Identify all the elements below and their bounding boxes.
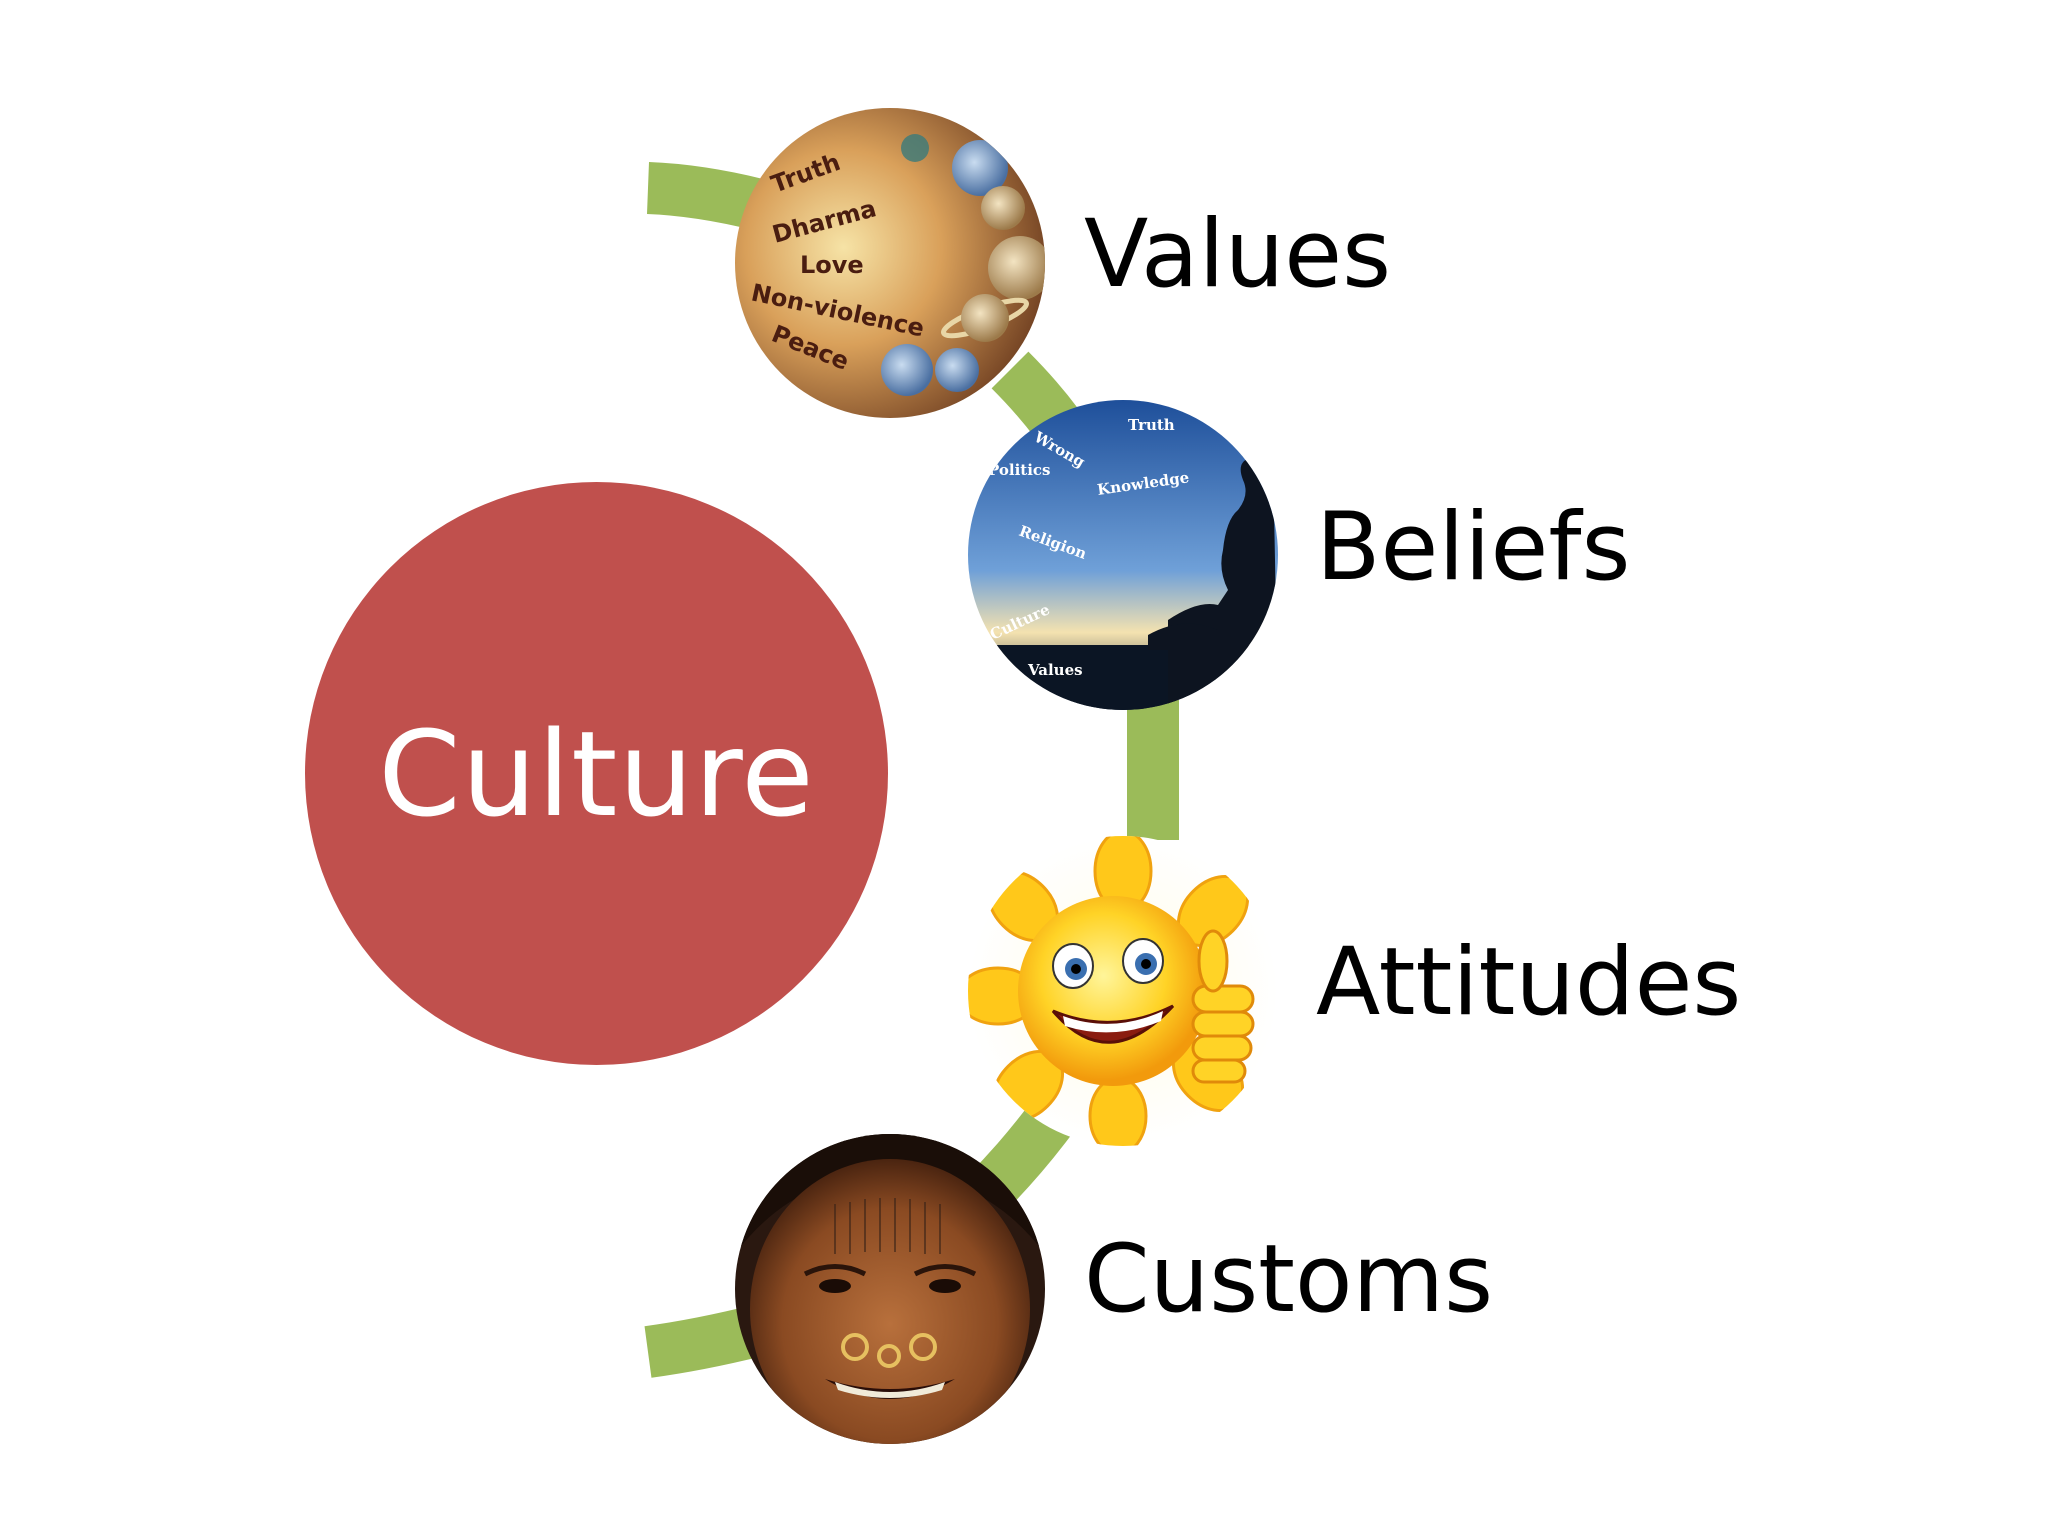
beliefs-label: Beliefs [1316, 493, 1631, 602]
beliefs-image: Truth Wrong Politics Knowledge Religion … [968, 400, 1278, 710]
culture-label: Culture [378, 704, 815, 843]
attitudes-label: Attitudes [1316, 928, 1742, 1037]
values-label: Values [1084, 200, 1392, 309]
values-image: Truth Dharma Love Non-violence Peace [735, 108, 1045, 418]
beliefs-image-text-7: Values [1027, 661, 1083, 679]
attitudes-image [968, 836, 1278, 1146]
connector-segment-top [646, 162, 767, 231]
values-image-text-3: Love [800, 251, 864, 279]
customs-label: Customs [1084, 1225, 1494, 1334]
culture-circle: Culture [305, 482, 888, 1065]
beliefs-image-text-1: Truth [1128, 416, 1175, 434]
beliefs-image-text-3: Politics [988, 461, 1050, 479]
customs-image [735, 1134, 1045, 1444]
